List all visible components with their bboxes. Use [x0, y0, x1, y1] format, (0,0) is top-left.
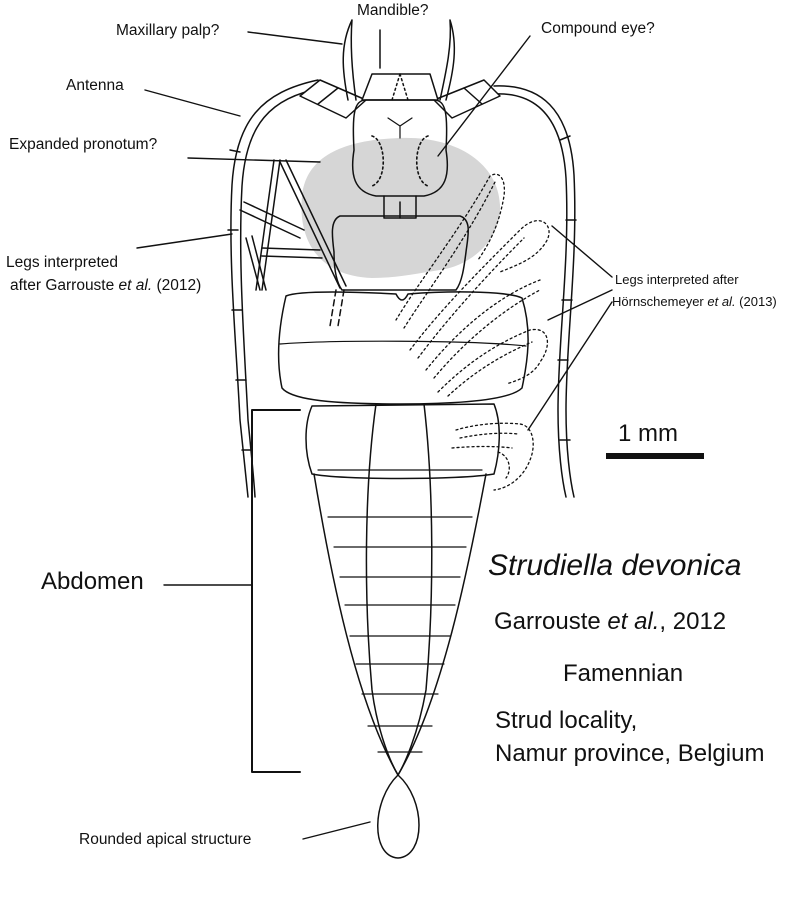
- pronotum-shade: [301, 137, 501, 278]
- thorax-large-segment: [277, 291, 529, 405]
- label-abdomen: Abdomen: [41, 568, 144, 595]
- label-antenna: Antenna: [66, 77, 124, 94]
- legs-garrouste: [239, 159, 347, 327]
- legs-garrouste-year: (2012): [152, 277, 202, 294]
- locality-line2: Namur province, Belgium: [495, 740, 765, 767]
- legs-garrouste-etal: et al.: [118, 277, 153, 294]
- abdomen-segment-lines: [317, 469, 483, 753]
- legs-horn-author: Hörnschemeyer: [612, 294, 708, 309]
- antenna-left: [227, 79, 323, 498]
- label-compound-eye: Compound eye?: [541, 20, 655, 37]
- scale-bar-label: 1 mm: [618, 420, 678, 447]
- label-legs-horn-line2: Hörnschemeyer et al. (2013): [612, 294, 777, 309]
- abdomen-first-segment: [305, 403, 501, 480]
- maxillary-palp-right: [439, 19, 456, 101]
- authority-etal: et al.: [607, 608, 660, 635]
- authority-year: , 2012: [659, 608, 727, 635]
- label-legs-garrouste-line1: Legs interpreted: [6, 254, 119, 271]
- head: [351, 99, 449, 197]
- leader-lines: [136, 31, 613, 840]
- label-legs-horn-line1: Legs interpreted after: [615, 272, 739, 287]
- legs-hornschemeyer: [395, 173, 550, 491]
- label-expanded-pronotum: Expanded pronotum?: [9, 136, 158, 153]
- stage-name: Famennian: [563, 660, 684, 687]
- label-legs-garrouste-line2: after Garrouste et al. (2012): [10, 277, 201, 295]
- legs-garrouste-author: after Garrouste: [10, 277, 119, 294]
- abdomen-body: [313, 473, 487, 776]
- label-mandible: Mandible?: [357, 2, 429, 19]
- legs-horn-year: (2013): [735, 294, 777, 309]
- thorax-plate: [331, 215, 469, 291]
- legs-horn-etal: et al.: [707, 294, 736, 309]
- maxillary-palp-left: [342, 19, 357, 101]
- apical-structure: [377, 774, 420, 859]
- species-authority: Garrouste et al., 2012: [494, 608, 726, 636]
- species-name: Strudiella devonica: [488, 549, 742, 582]
- antenna-right: [493, 85, 577, 498]
- label-maxillary-palp: Maxillary palp?: [116, 22, 220, 39]
- locality-line1: Strud locality,: [495, 707, 638, 734]
- authority-name: Garrouste: [494, 608, 608, 635]
- abdomen-bracket: [251, 409, 301, 773]
- label-apical-structure: Rounded apical structure: [79, 831, 252, 848]
